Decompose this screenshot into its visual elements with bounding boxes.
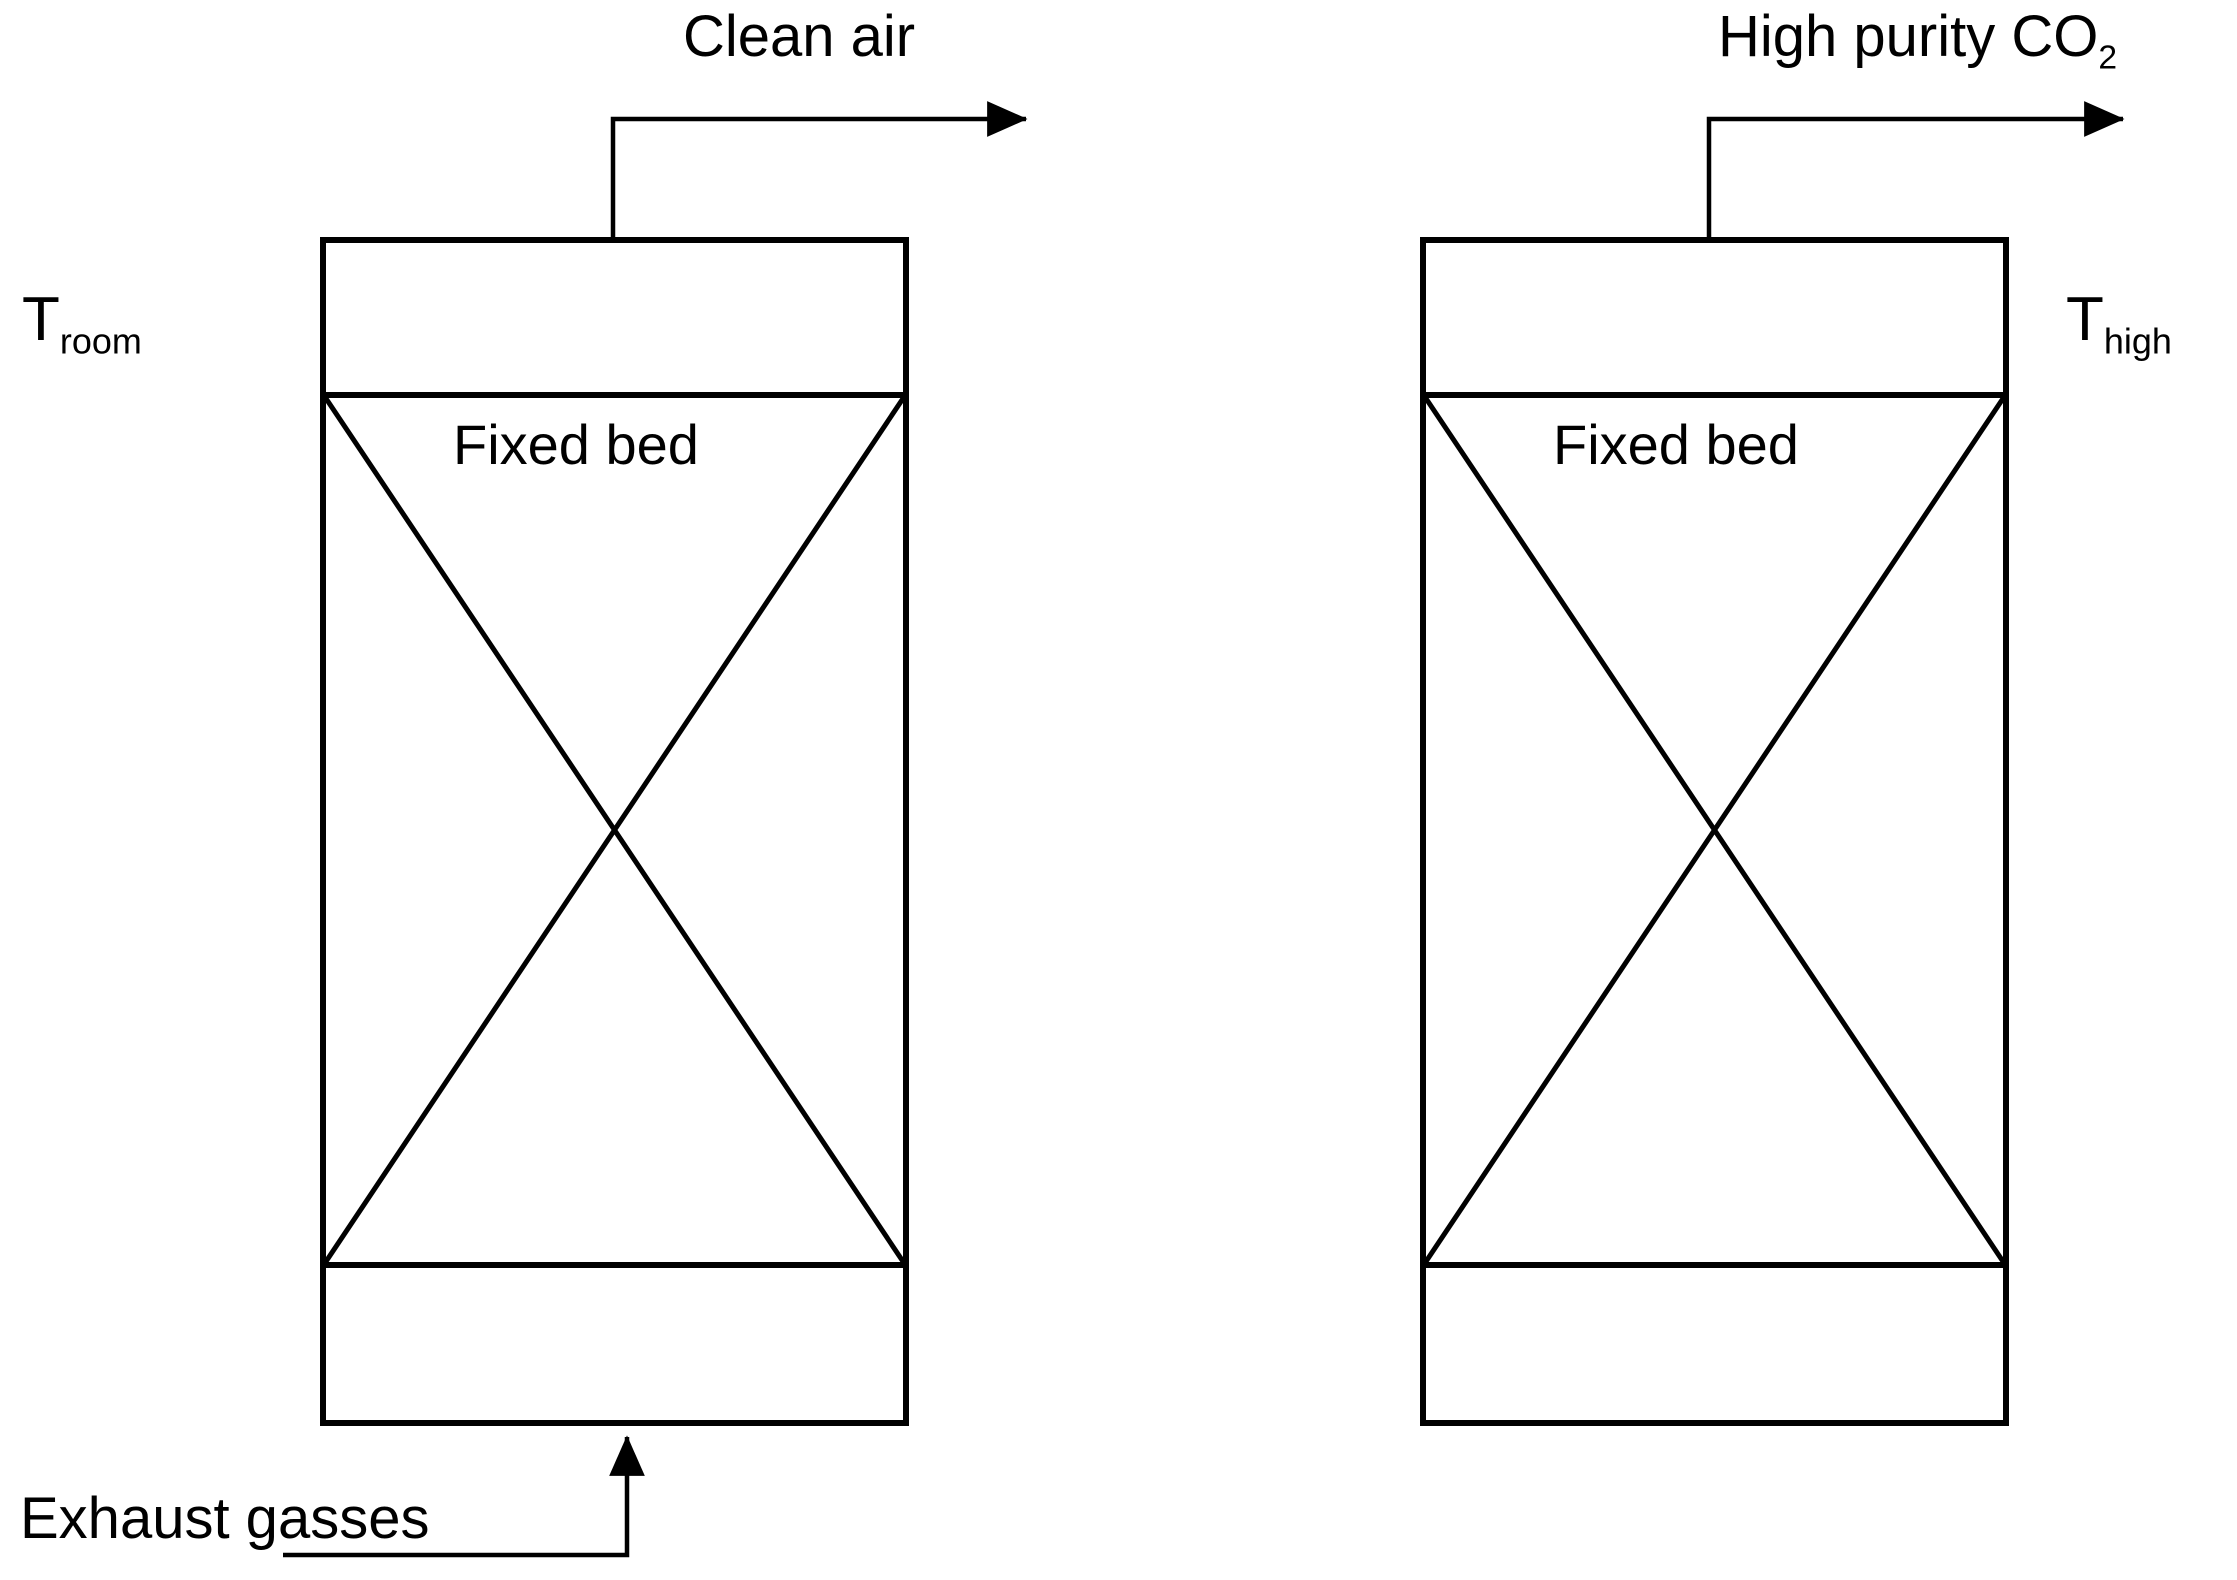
high-purity-co2-label-subscript: 2 bbox=[2098, 39, 2118, 77]
fixed-bed-label-left: Fixed bed bbox=[453, 413, 699, 476]
right-bed-diagonal-up bbox=[1422, 395, 2007, 1265]
high-purity-co2-outlet-arrow bbox=[1706, 101, 2125, 243]
t-room-label-base: T bbox=[22, 285, 60, 354]
t-high-label: Thigh bbox=[2066, 289, 2172, 359]
right-vessel-group bbox=[1420, 237, 2009, 1426]
clean-air-outlet-arrow bbox=[610, 101, 1028, 243]
high-purity-co2-label-base: High purity CO bbox=[1718, 4, 2099, 69]
t-high-label-base: T bbox=[2066, 285, 2104, 354]
high-purity-co2-label: High purity CO2 bbox=[1718, 8, 2117, 75]
fixed-bed-label-right: Fixed bed bbox=[1553, 413, 1799, 476]
exhaust-gasses-label: Exhaust gasses bbox=[20, 1486, 430, 1551]
exhaust-gasses-inlet-arrow bbox=[283, 1435, 645, 1558]
t-room-label: Troom bbox=[22, 289, 142, 359]
left-bed-diagonal-up bbox=[322, 395, 907, 1265]
t-room-label-subscript: room bbox=[59, 320, 142, 362]
clean-air-label: Clean air bbox=[683, 4, 916, 69]
t-high-label-subscript: high bbox=[2103, 320, 2172, 362]
right-vessel-outline bbox=[1420, 237, 2009, 1426]
